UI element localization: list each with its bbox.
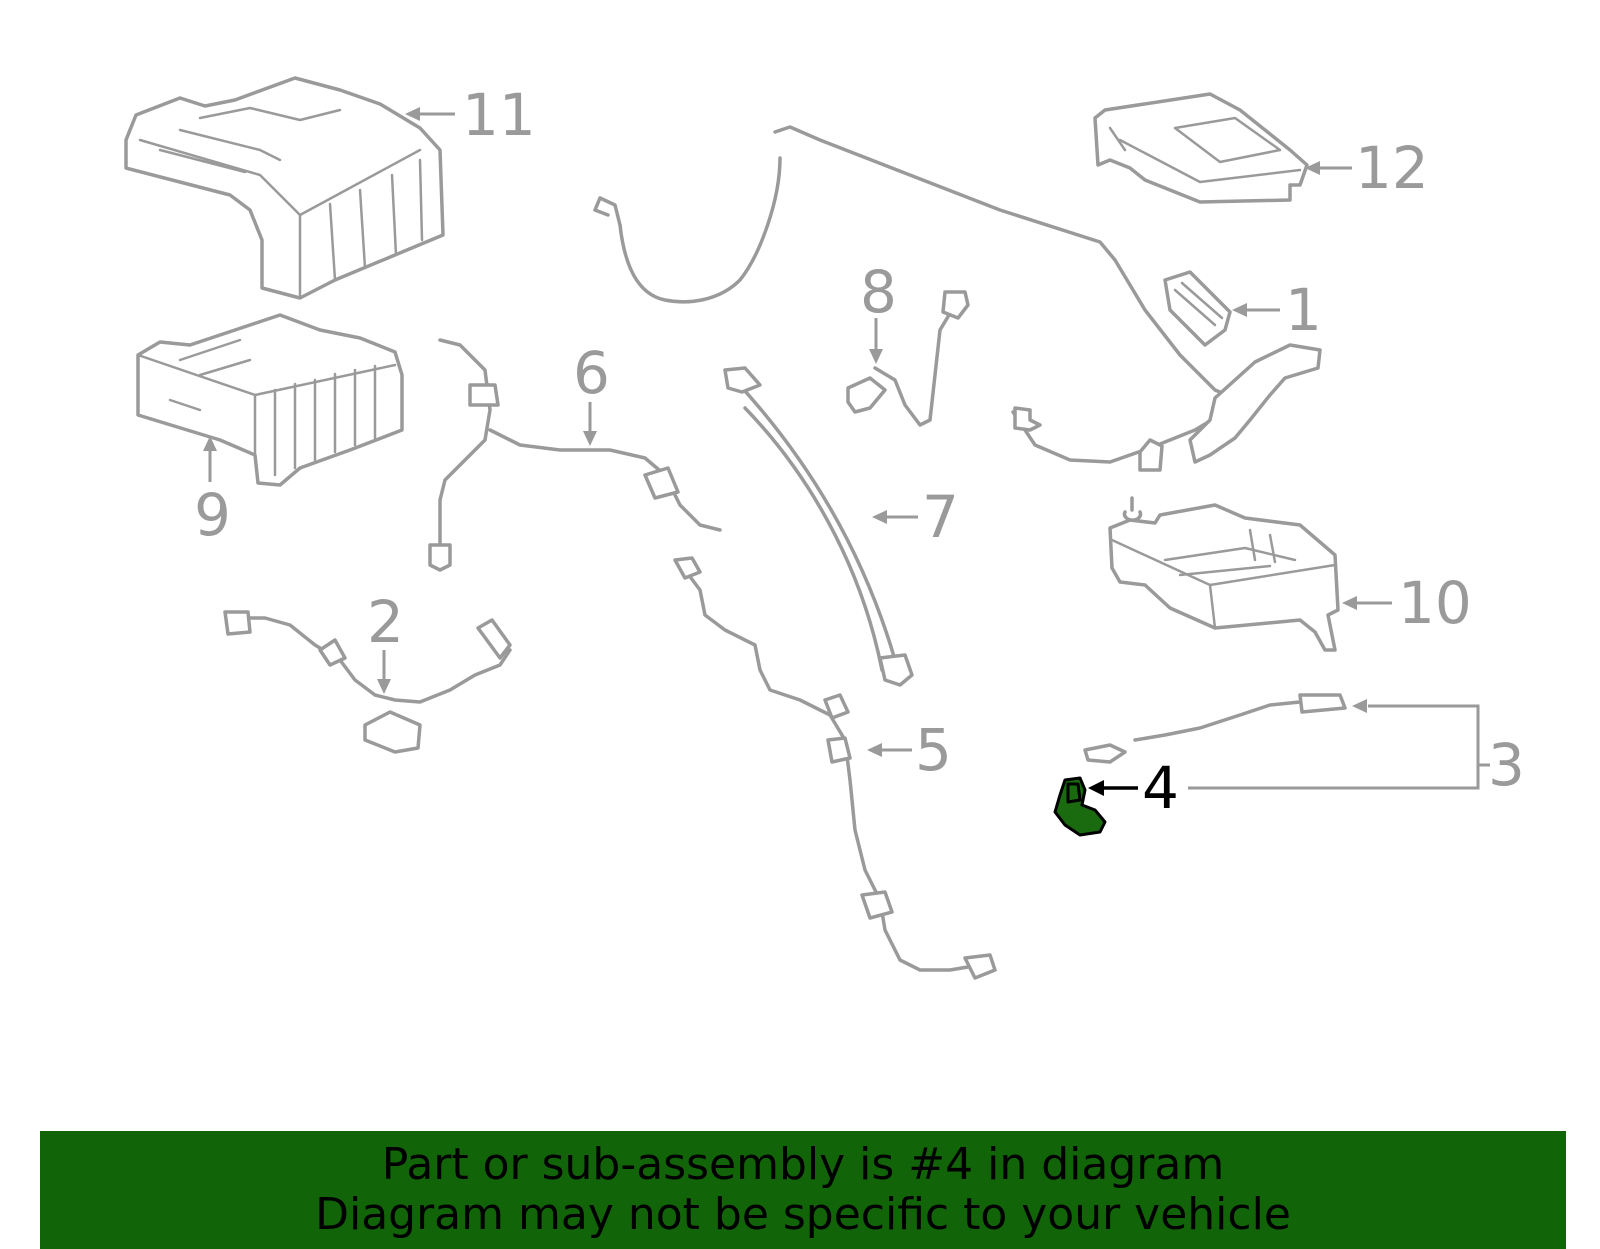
- callout-8: 8: [860, 258, 897, 364]
- part-6-ground-cable[interactable]: [428, 338, 722, 572]
- callout-label-4: 4: [1142, 754, 1179, 822]
- callout-9: 9: [194, 436, 231, 549]
- callout-label-9: 9: [194, 481, 231, 549]
- callout-label-2: 2: [367, 588, 404, 656]
- callout-label-6: 6: [573, 339, 610, 407]
- callout-label-12: 12: [1355, 134, 1429, 202]
- banner-line-2: Diagram may not be specific to your vehi…: [315, 1189, 1291, 1240]
- callout-5: 5: [867, 716, 952, 784]
- part-10-fuse-block[interactable]: [1108, 503, 1340, 652]
- callout-label-11: 11: [462, 81, 536, 149]
- part-4-terminal-highlighted[interactable]: [1053, 776, 1107, 837]
- callout-1: 1: [1232, 276, 1322, 344]
- callout-12: 12: [1305, 134, 1429, 202]
- callout-label-10: 10: [1398, 569, 1472, 637]
- part-8-sensor-cable[interactable]: [846, 290, 970, 427]
- callout-11: 11: [405, 81, 536, 149]
- callout-2: 2: [367, 588, 404, 694]
- part-3-cable[interactable]: [1083, 693, 1347, 764]
- callout-6: 6: [573, 339, 610, 446]
- part-9-fuse-box-base[interactable]: [136, 313, 404, 487]
- info-banner: Part or sub-assembly is #4 in diagram Di…: [40, 1131, 1566, 1249]
- callout-4: 4: [1088, 754, 1179, 822]
- callout-label-8: 8: [860, 258, 897, 326]
- part-5-long-cable[interactable]: [673, 556, 997, 980]
- part-7-strap[interactable]: [723, 366, 914, 687]
- callout-7: 7: [872, 483, 959, 551]
- callout-label-3: 3: [1488, 731, 1525, 799]
- callout-label-5: 5: [915, 716, 952, 784]
- callout-label-7: 7: [922, 483, 959, 551]
- part-11-fuse-box-cover[interactable]: [124, 76, 445, 300]
- callout-label-1: 1: [1285, 276, 1322, 344]
- callout-3-bracket: 3: [1188, 699, 1525, 799]
- callout-10: 10: [1342, 569, 1472, 637]
- part-1-positive-battery-cable[interactable]: [593, 125, 1322, 522]
- part-2-cable-connector[interactable]: [223, 610, 512, 754]
- part-12-control-module[interactable]: [1093, 92, 1309, 204]
- banner-line-1: Part or sub-assembly is #4 in diagram: [381, 1139, 1225, 1190]
